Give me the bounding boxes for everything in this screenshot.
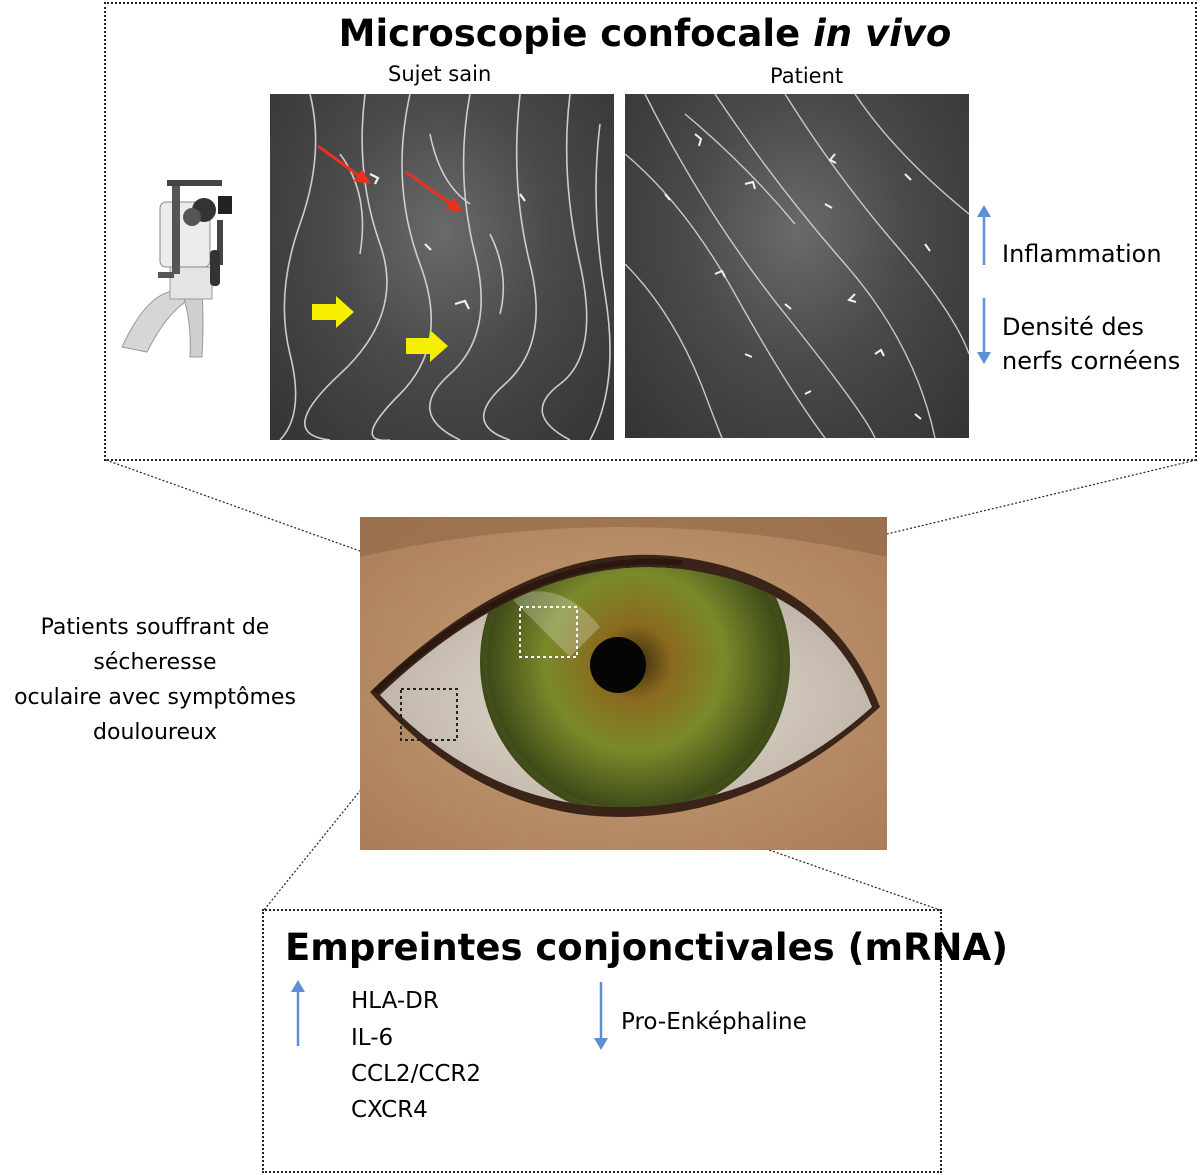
description-line4: douloureux <box>93 720 217 745</box>
decreased-marker: Pro-Enképhaline <box>621 1009 807 1035</box>
nerve-density-label-line1: Densité des <box>1002 313 1144 341</box>
increased-marker: CCL2/CCR2 <box>351 1061 482 1087</box>
description-line1: Patients souffrant de <box>40 615 270 640</box>
inflammation-label: Inflammation <box>1002 240 1162 268</box>
healthy-subject-label: Sujet sain <box>388 62 492 86</box>
description-line2: sécheresse <box>93 650 217 675</box>
increased-marker: IL-6 <box>351 1025 394 1051</box>
healthy-confocal-image <box>270 94 614 440</box>
increase-arrow-icon <box>977 205 991 265</box>
eye-photo <box>360 517 887 850</box>
confocal-panel-title: Microscopie confocale in vivo <box>338 12 952 55</box>
decrease-arrow-icon <box>977 298 991 364</box>
impression-panel-frame <box>262 909 942 1173</box>
confocal-panel-frame <box>104 2 1197 461</box>
decreased-markers-arrow-icon <box>594 982 608 1050</box>
impression-panel-title: Empreintes conjonctivales (mRNA) <box>285 926 1009 969</box>
increased-marker: CXCR4 <box>351 1097 428 1123</box>
increased-markers-arrow-icon <box>291 980 305 1046</box>
patient-description: Patients souffrant de sécheresse oculair… <box>0 610 310 750</box>
nerve-density-label-line2: nerfs cornéens <box>1002 347 1181 375</box>
confocal-microscope-illustration <box>121 180 232 358</box>
patient-confocal-image <box>625 94 969 438</box>
patient-label: Patient <box>770 64 844 88</box>
increased-marker: HLA-DR <box>351 988 439 1014</box>
description-line3: oculaire avec symptômes <box>14 685 296 710</box>
